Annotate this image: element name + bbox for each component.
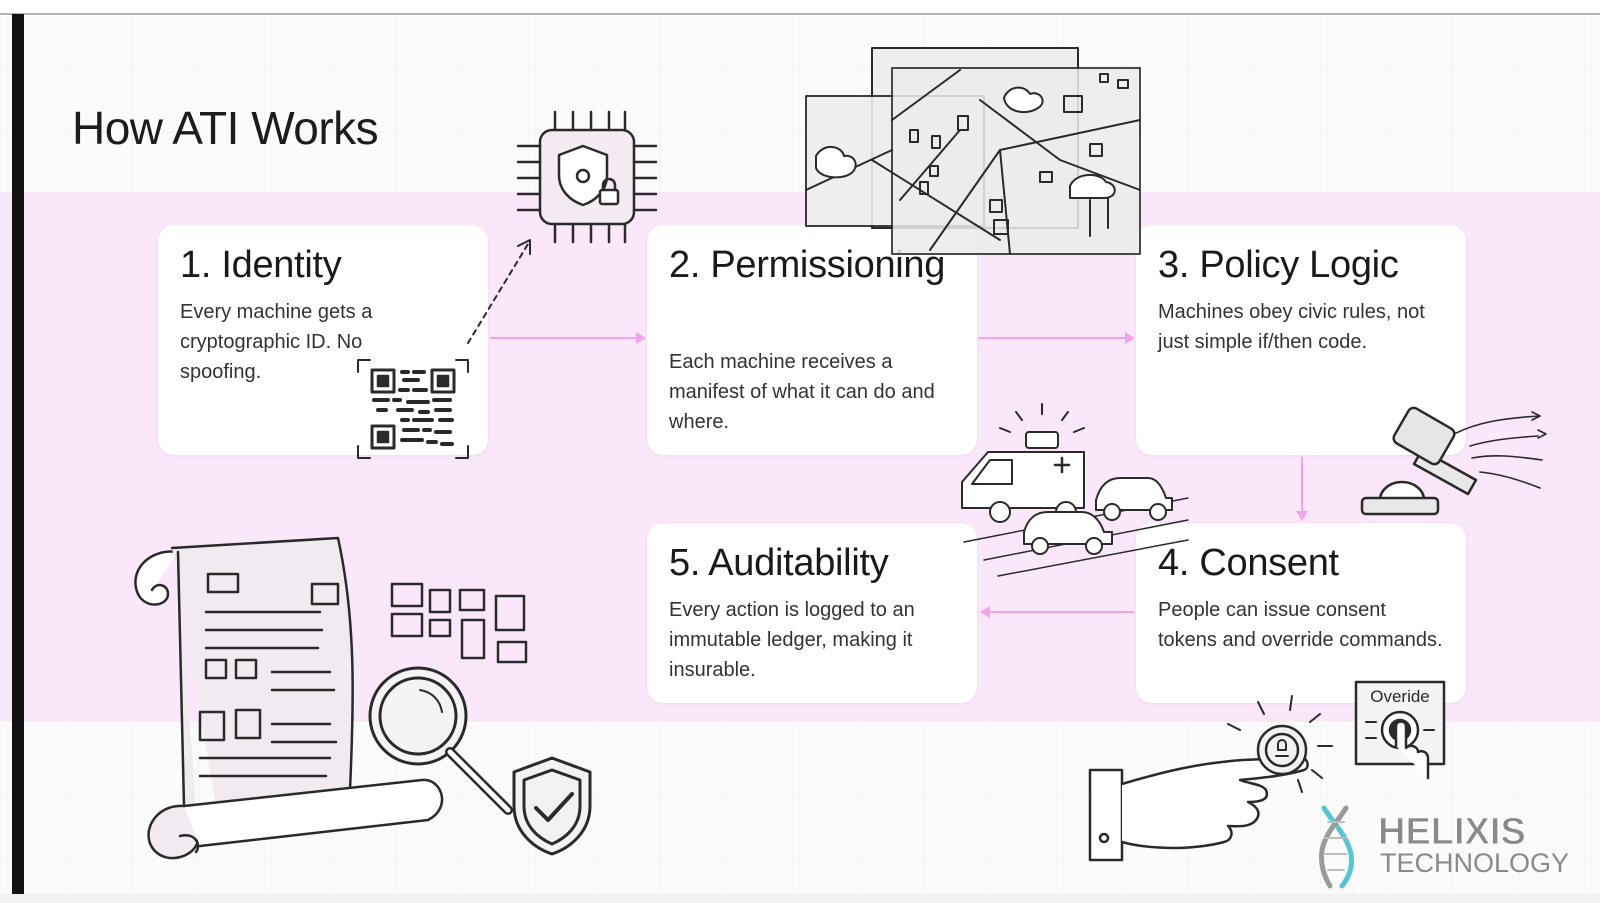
chip-shield-lock-icon (516, 110, 658, 244)
ambulance-traffic-icon (961, 403, 1189, 577)
qr-code-icon (357, 359, 469, 459)
logo-line1: HELIXIS (1378, 811, 1526, 853)
step-heading: 4. Consent (1158, 542, 1339, 584)
hand-token-icon (1088, 695, 1333, 862)
document-scroll-icon (134, 536, 528, 860)
step-description: Every action is logged to an immutable l… (669, 599, 915, 681)
step-card-consent: 4. Consent People can issue consent toke… (1136, 523, 1466, 703)
step-description: Each machine receives a manifest of what… (669, 351, 935, 433)
magnifier-icon (368, 666, 513, 815)
shield-check-icon (512, 756, 592, 856)
step-description: Every machine gets a cryptographic ID. N… (180, 301, 373, 383)
step-heading: 1. Identity (180, 244, 342, 286)
helixis-logo: HELIXIS TECHNOLOGY (1319, 805, 1569, 889)
dashed-arrow (467, 243, 529, 344)
page-title: How ATI Works (72, 101, 379, 154)
left-edge-bar (12, 14, 24, 903)
city-map-icon (805, 47, 1141, 255)
override-button-icon (1354, 680, 1446, 780)
gavel-icon (1360, 406, 1547, 516)
logo-line2: TECHNOLOGY (1380, 848, 1569, 878)
step-card-auditability: 5. Auditability Every action is logged t… (647, 523, 977, 703)
step-description: Machines obey civic rules, not just simp… (1158, 301, 1425, 353)
step-description: People can issue consent tokens and over… (1158, 599, 1443, 651)
override-label: Overide (1370, 687, 1430, 706)
step-heading: 5. Auditability (669, 542, 889, 584)
step-heading: 3. Policy Logic (1158, 244, 1399, 286)
